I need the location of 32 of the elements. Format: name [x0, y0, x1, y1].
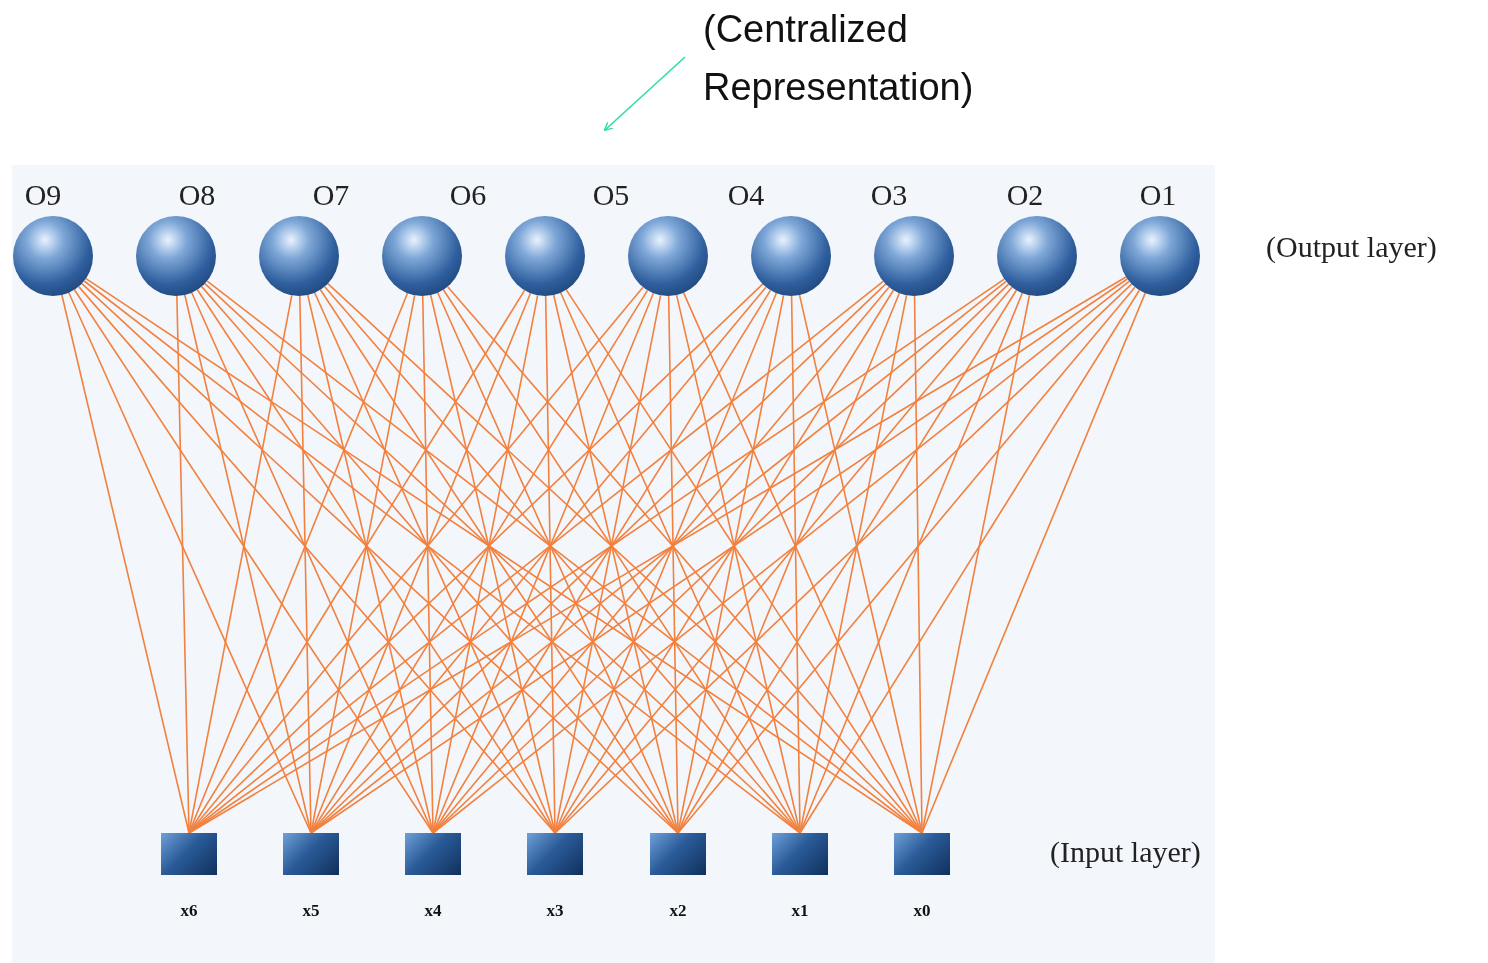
layer-label: O1: [1139, 178, 1177, 212]
layer-label: O8: [178, 178, 216, 212]
connection-line: [68, 291, 312, 834]
layer-label: O3: [870, 178, 908, 212]
connection-line: [81, 282, 679, 834]
layer-label: O2: [1006, 178, 1044, 212]
connection-line: [799, 289, 1141, 834]
connection-line: [73, 288, 434, 834]
connection-line: [77, 285, 556, 834]
connection-line: [921, 292, 1146, 834]
node-label: x4: [423, 901, 443, 921]
node-label: x6: [179, 901, 199, 921]
connection-line: [677, 286, 1136, 834]
connection-line: [554, 286, 1013, 834]
connection-line: [432, 280, 1130, 834]
arrow: [603, 56, 686, 132]
connection-line: [799, 292, 1024, 834]
node-label: x1: [790, 901, 810, 921]
node-label: x3: [545, 901, 565, 921]
connection-line: [554, 283, 1133, 834]
layer-label: (Output layer): [1266, 230, 1437, 264]
node-label: x5: [301, 901, 321, 921]
layer-label: O7: [312, 178, 350, 212]
node-label: x2: [668, 901, 688, 921]
layer-label: O4: [727, 178, 765, 212]
layer-label: (Input layer): [1050, 835, 1201, 869]
layer-label: O5: [592, 178, 630, 212]
layer-label: O6: [449, 178, 487, 212]
node-label: x0: [912, 901, 932, 921]
connection-line: [921, 294, 1031, 834]
layer-label: O9: [24, 178, 62, 212]
annotation-text: (Centralized Representation): [703, 0, 1033, 116]
